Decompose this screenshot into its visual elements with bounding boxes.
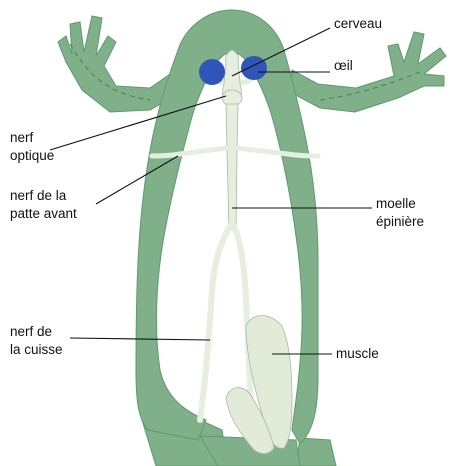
label-nerf-optique-1: nerf <box>10 130 34 145</box>
label-nerf-optique-2: optique <box>10 148 54 163</box>
spinal-cord <box>226 104 238 230</box>
label-nerf-patte-2: patte avant <box>10 206 77 221</box>
thigh-nerve-left <box>200 226 230 420</box>
muscles <box>226 316 292 454</box>
label-nerf-patte-1: nerf de la <box>10 188 67 203</box>
label-moelle-1: moelle <box>376 196 416 211</box>
label-moelle-2: épinière <box>376 214 424 229</box>
label-muscle: muscle <box>336 346 379 361</box>
label-nerf-cuisse-1: nerf de <box>10 324 52 339</box>
label-nerf-cuisse-2: la cuisse <box>10 342 63 357</box>
label-cerveau: cerveau <box>334 16 382 31</box>
right-eye <box>241 56 267 80</box>
label-oeil: œil <box>334 58 353 73</box>
left-eye <box>199 59 225 85</box>
